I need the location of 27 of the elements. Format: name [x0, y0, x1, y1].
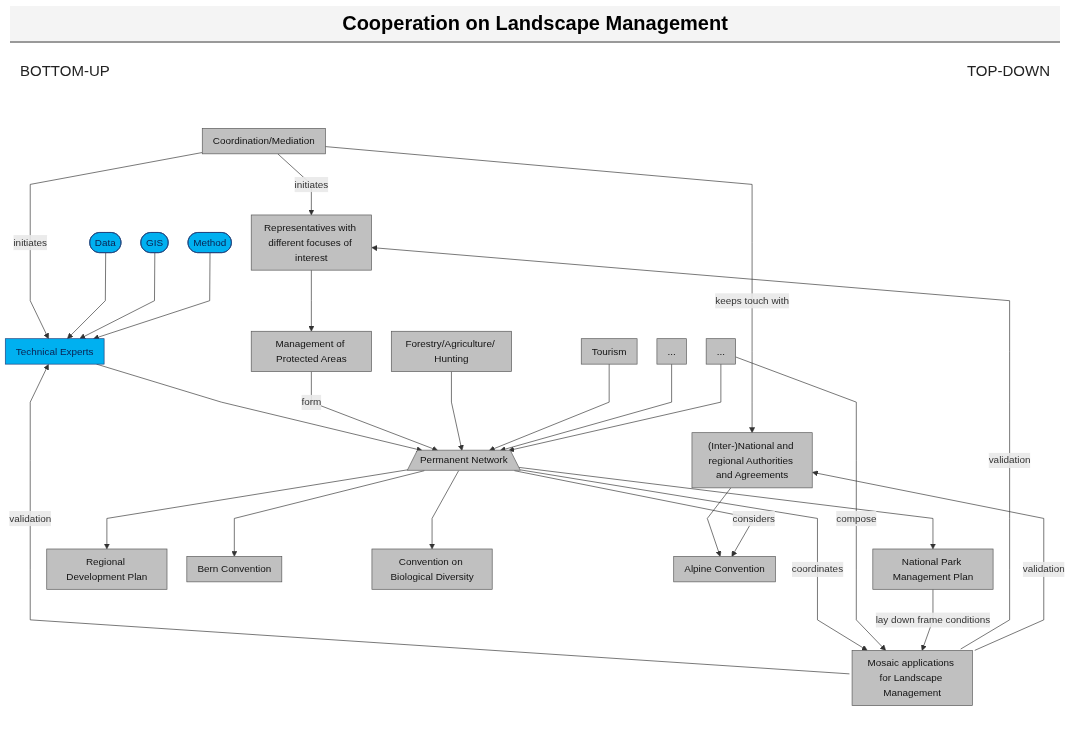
node-box: Management of Protected Areas	[250, 330, 372, 372]
edge-label: validation	[988, 454, 1031, 466]
node-box: Tourism	[580, 338, 638, 365]
edge-label: form	[301, 396, 322, 408]
edge-label: compose	[836, 512, 877, 524]
edge-label: validation	[9, 512, 52, 524]
node-box: Regional Development Plan	[46, 548, 168, 590]
node-box: (Inter-)National and regional Authorities and Agreements	[691, 432, 813, 489]
node-box: Mosaic applications for Landscape Management	[851, 650, 973, 706]
edge-label: keeps touch with	[715, 294, 790, 306]
node-box: Technical Experts	[4, 338, 105, 365]
node-box: Representatives with different focuses of interest	[250, 214, 372, 271]
node-box: Bern Convention	[186, 556, 283, 583]
node-box: Coordination/Mediation	[201, 128, 326, 155]
node-box: National Park Management Plan	[872, 548, 994, 590]
edge-label: initiates	[13, 236, 48, 248]
node-box: Alpine Convention	[673, 556, 776, 583]
diagram-title: Cooperation on Landscape Management	[10, 6, 1060, 43]
edge-label: initiates	[294, 178, 329, 190]
node-box: Convention on Biological Diversity	[371, 548, 493, 590]
edge-label: validation	[1022, 563, 1065, 575]
node-box: ...	[705, 338, 736, 365]
edge-label: lay down frame conditions	[875, 613, 991, 625]
node-box: ...	[656, 338, 687, 365]
node-box: Forestry/Agriculture/ Hunting	[390, 330, 512, 372]
edge-label: coordinates	[791, 563, 844, 575]
edge-label: considers	[732, 512, 775, 524]
